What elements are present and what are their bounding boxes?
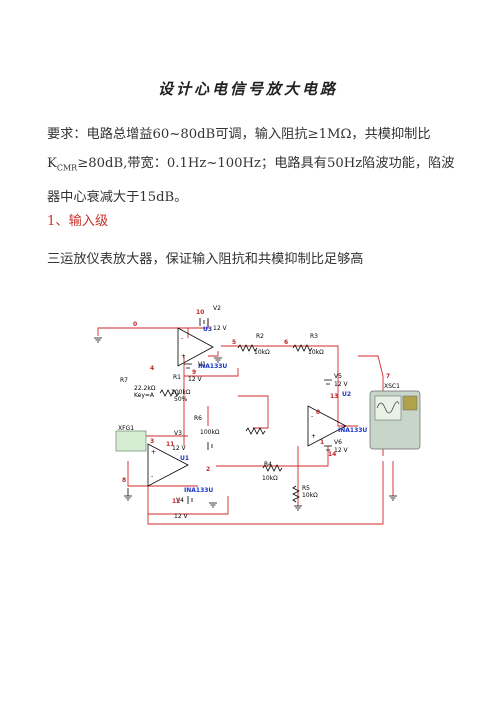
svg-text:V3: V3 [174,430,182,437]
svg-text:R7: R7 [120,377,128,384]
svg-text:R2: R2 [256,333,264,340]
svg-text:14: 14 [328,451,336,458]
svg-text:-: - [151,473,153,480]
svg-text:Key=A: Key=A [134,392,155,399]
svg-text:10kΩ: 10kΩ [254,349,270,356]
svg-text:12 V: 12 V [213,325,228,332]
svg-text:10kΩ: 10kΩ [302,492,318,499]
svg-text:2: 2 [206,466,210,473]
svg-text:6: 6 [284,339,288,346]
component-labels: V2 12 V U3 INA133U 12 V V1 R1 100kΩ R7 2… [120,305,367,520]
svg-text:-: - [311,413,313,420]
svg-text:R4: R4 [264,461,272,468]
svg-text:INA133U: INA133U [338,427,367,434]
svg-text:10: 10 [196,309,204,316]
svg-text:0: 0 [133,321,137,328]
svg-text:10kΩ: 10kΩ [308,349,324,356]
page-title: 设计心电信号放大电路 [157,80,338,98]
svg-text:100kΩ: 100kΩ [200,429,220,436]
svg-text:+: + [311,433,316,440]
svg-text:12 V: 12 V [334,381,349,388]
ground-symbols [94,337,397,511]
svg-text:V4: V4 [176,497,184,504]
svg-text:R6: R6 [194,415,202,422]
svg-text:XSC1: XSC1 [384,383,400,390]
section-paragraph: 三运放仪表放大器，保证输入阻抗和共模抑制比足够高 [47,252,364,267]
net-labels: 0 10 4 5 9 6 3 11 2 12 13 14 1 7 0 8 [122,309,390,505]
opamp-u1: + - [147,443,189,487]
svg-text:R3: R3 [310,333,318,340]
circuit-wires [97,320,394,525]
svg-text:7: 7 [386,373,390,380]
svg-text:V5: V5 [334,373,342,380]
svg-text:5: 5 [232,339,236,346]
svg-text:XFG1: XFG1 [118,425,134,432]
function-generator-xfg1: XFG1 [115,425,147,452]
requirements-paragraph: 要求：电路总增益60~80dB可调，输入阻抗≥1MΩ，共模抑制比KCMR≥80d… [47,127,455,205]
svg-text:22.2kΩ: 22.2kΩ [134,385,156,392]
svg-text:U2: U2 [342,391,351,398]
svg-text:12 V: 12 V [172,445,187,452]
svg-text:13: 13 [330,393,338,400]
svg-text:10kΩ: 10kΩ [262,475,278,482]
svg-text:11: 11 [166,441,174,448]
svg-text:12: 12 [172,498,180,505]
section-heading: 1、输入级 [47,214,109,229]
svg-text:8: 8 [122,477,126,484]
resistors [159,344,313,503]
svg-text:+: + [181,353,186,360]
oscilloscope-xsc1: XSC1 [369,383,421,450]
svg-text:4: 4 [150,365,154,372]
svg-text:U3: U3 [203,326,212,333]
svg-text:INA133U: INA133U [184,487,213,494]
svg-text:9: 9 [192,369,196,376]
svg-text:1: 1 [320,439,324,446]
svg-text:50%: 50% [174,396,188,403]
svg-text:R1: R1 [173,374,181,381]
svg-text:3: 3 [150,438,154,445]
svg-text:-: - [181,335,183,342]
batteries [184,318,332,504]
svg-text:U1: U1 [180,455,189,462]
svg-text:12 V: 12 V [174,513,189,520]
circuit-schematic: - + + - - + XFG1 XSC1 [94,305,421,525]
svg-text:V2: V2 [213,305,221,312]
svg-text:INA133U: INA133U [198,363,227,370]
svg-text:V1: V1 [198,361,206,368]
opamp-u3: - + [177,327,214,367]
svg-text:0: 0 [316,409,320,416]
svg-text:12 V: 12 V [188,376,203,383]
opamp-u2: - + [307,405,347,447]
svg-text:12 V: 12 V [334,447,349,454]
svg-text:R5: R5 [302,485,310,492]
svg-text:V6: V6 [334,439,342,446]
svg-text:+: + [151,449,156,456]
svg-text:100kΩ: 100kΩ [171,389,191,396]
